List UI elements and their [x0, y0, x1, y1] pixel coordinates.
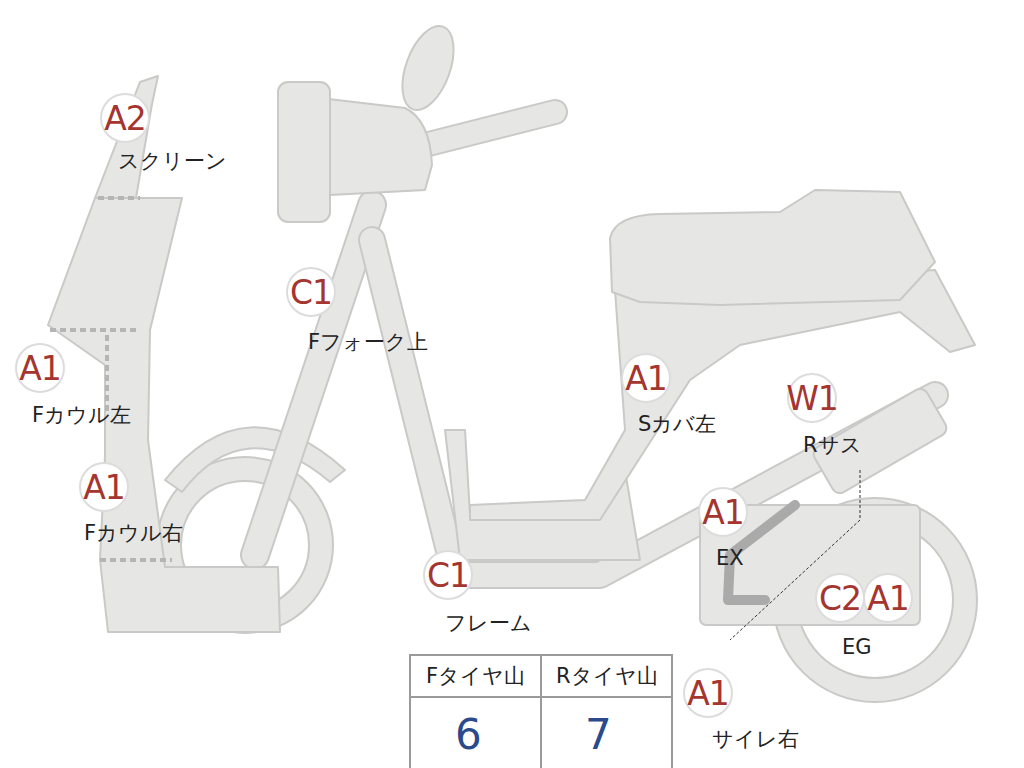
part-name: Rサス	[803, 434, 862, 457]
damage-code: A1	[15, 343, 65, 393]
damage-marker: W1Rサス	[787, 373, 837, 423]
damage-marker: A1Fカウル右	[79, 462, 129, 512]
table-header: Fタイヤ山	[426, 665, 525, 688]
part-boundary	[100, 558, 172, 562]
damage-code: A1	[683, 668, 733, 718]
front-fender	[165, 427, 345, 492]
part-name: Fカウル右	[84, 522, 183, 545]
damage-marker: C1Fフォーク上	[286, 267, 336, 317]
part-boundary	[98, 196, 140, 200]
damage-code: A1	[698, 487, 748, 537]
part-boundary	[50, 328, 140, 332]
damage-code: A1	[79, 462, 129, 512]
side-cover	[470, 270, 975, 520]
tire-table	[410, 655, 672, 768]
damage-marker: C2	[815, 573, 865, 623]
screen	[95, 76, 158, 198]
front-fork-outline	[255, 205, 372, 555]
part-name: Fフォーク上	[308, 331, 428, 354]
part-name: スクリーン	[118, 150, 227, 173]
part-name: EX	[716, 547, 744, 570]
damage-marker: A1サイレ右	[683, 668, 733, 718]
damage-code: C1	[286, 267, 336, 317]
table-value: 7	[585, 712, 612, 758]
damage-code: W1	[787, 373, 837, 423]
damage-marker: C1フレーム	[423, 550, 473, 600]
seat	[610, 190, 935, 305]
damage-code: C2	[815, 573, 865, 623]
damage-marker: A1	[863, 573, 913, 623]
damage-code: C1	[423, 550, 473, 600]
part-name: EG	[842, 636, 872, 659]
headlight	[278, 82, 330, 222]
damage-code: A2	[100, 93, 150, 143]
part-boundary	[105, 335, 109, 415]
mirror	[392, 19, 463, 117]
damage-marker: A1EX	[698, 487, 748, 537]
table-rule	[540, 655, 542, 768]
table-header: Rタイヤ山	[556, 665, 658, 688]
damage-marker: A2スクリーン	[100, 93, 150, 143]
part-name: Fカウル左	[32, 404, 131, 427]
head-cover	[320, 98, 432, 195]
part-name: Sカバ左	[638, 413, 716, 436]
table-value: 6	[455, 712, 482, 758]
part-name: フレーム	[445, 612, 532, 635]
damage-code: A1	[621, 353, 671, 403]
damage-marker: A1Fカウル左	[15, 343, 65, 393]
front-fork	[255, 205, 372, 555]
part-name: サイレ右	[712, 728, 799, 751]
damage-marker: A1Sカバ左	[621, 353, 671, 403]
damage-code: A1	[863, 573, 913, 623]
